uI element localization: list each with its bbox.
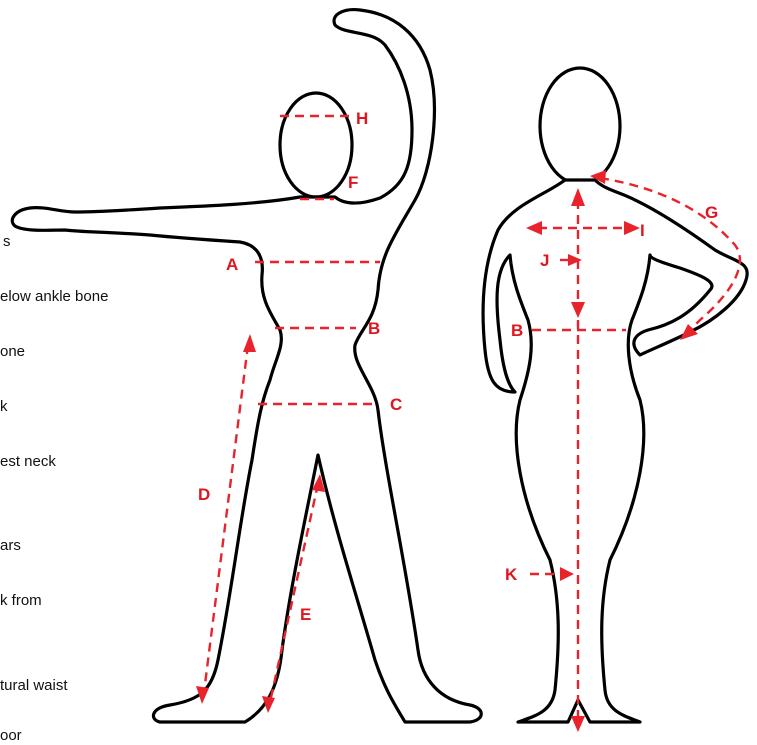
label-B-back: B (511, 321, 523, 340)
front-body-outline (12, 10, 481, 722)
D-arrow-top (243, 334, 256, 352)
back-head (540, 68, 620, 184)
label-K: K (505, 565, 518, 584)
label-C: C (390, 395, 402, 414)
label-J: J (540, 251, 549, 270)
label-F: F (348, 173, 358, 192)
label-E: E (300, 605, 311, 624)
back-body-outline (483, 180, 747, 722)
front-head (280, 93, 352, 197)
front-figure: H F A B C D E (12, 10, 481, 722)
back-figure: G I J B K (483, 68, 747, 732)
label-D: D (198, 485, 210, 504)
back-inseam-arrow-bottom (571, 716, 585, 732)
label-G: G (705, 203, 718, 222)
label-B-front: B (368, 319, 380, 338)
label-I: I (640, 221, 645, 240)
label-H: H (356, 109, 368, 128)
label-A: A (226, 255, 238, 274)
